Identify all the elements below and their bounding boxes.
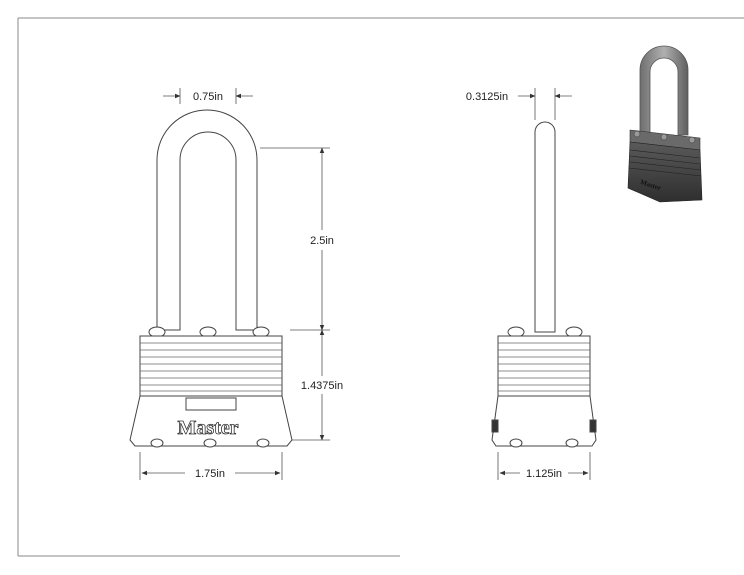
dim-front-shackle-height-label: 2.5in <box>310 235 334 247</box>
front-base-rivet-center <box>203 438 217 448</box>
dim-front-body-width <box>139 452 283 480</box>
side-view <box>491 121 597 448</box>
side-base-rivet-right <box>565 438 579 448</box>
front-body-laminations <box>140 342 282 392</box>
render-rivet-3 <box>688 136 696 144</box>
side-body-top <box>497 335 591 397</box>
front-body-bumper <box>129 395 293 447</box>
render-rivet-1 <box>633 130 641 138</box>
side-bumper-mark-right <box>589 419 597 433</box>
dim-side-shackle-diameter-label: 0.3125in <box>466 91 508 103</box>
front-shackle <box>156 109 258 331</box>
render-rivet-2 <box>660 133 668 141</box>
dim-side-shackle-diameter <box>518 88 572 120</box>
render-shackle <box>639 45 689 136</box>
side-body-bumper <box>491 395 597 447</box>
dim-side-body-width <box>497 452 591 480</box>
side-base-rivet-left <box>509 438 523 448</box>
front-body-top <box>139 335 283 397</box>
dim-front-body-width-label: 1.75in <box>195 468 225 480</box>
dim-front-body-height-label: 1.4375in <box>301 380 343 392</box>
dim-front-shackle-width <box>163 88 253 104</box>
front-base-rivet-right <box>256 438 270 448</box>
side-body-laminations <box>498 342 590 392</box>
padlock-render-image: Master <box>627 45 703 203</box>
front-keyway-plate <box>185 397 237 411</box>
side-shackle <box>534 121 556 333</box>
front-base-rivet-left <box>150 438 164 448</box>
side-bumper-mark-left <box>491 419 499 433</box>
render-body-laminations <box>628 149 702 177</box>
dim-side-body-width-label: 1.125in <box>526 468 562 480</box>
drawing-border <box>17 17 744 557</box>
dim-front-shackle-width-label: 0.75in <box>193 91 223 103</box>
dim-front-body-height <box>292 329 330 441</box>
front-view: Master <box>129 109 293 448</box>
front-brand-label: Master <box>177 417 238 439</box>
